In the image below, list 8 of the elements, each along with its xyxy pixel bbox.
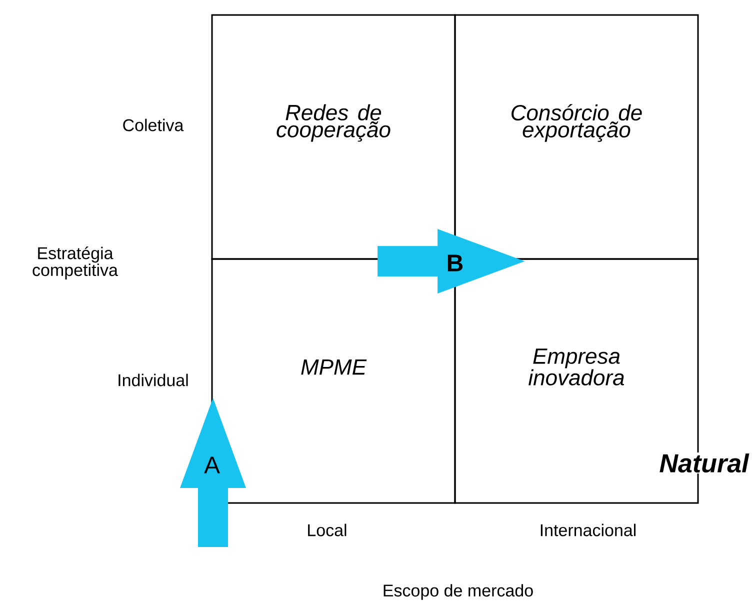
block-arrow bbox=[378, 229, 524, 294]
axis-label: Escopo de mercado bbox=[384, 584, 533, 600]
axis-label: Local bbox=[308, 524, 346, 536]
axis-label: Estratégia competitiva bbox=[32, 246, 118, 280]
axis-label: Individual bbox=[118, 374, 188, 386]
axis-label: Natural bbox=[658, 452, 750, 474]
axis-label: Internacional bbox=[540, 524, 636, 536]
axis-label: Coletiva bbox=[123, 118, 184, 132]
